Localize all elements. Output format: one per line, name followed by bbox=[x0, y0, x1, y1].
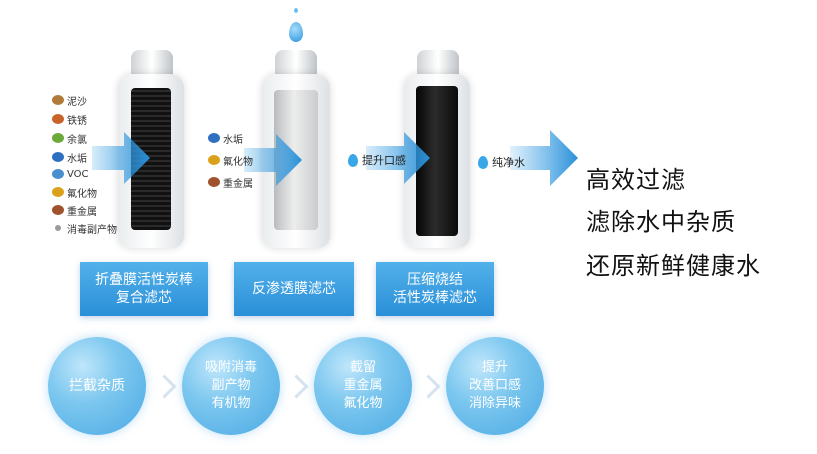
flow-arrow-4 bbox=[510, 130, 578, 186]
chevron-right-icon bbox=[284, 374, 309, 399]
tagline-1: 高效过滤 bbox=[586, 166, 686, 194]
flow-arrow-3 bbox=[366, 132, 430, 184]
voc-icon bbox=[52, 169, 64, 179]
contaminant-item: 氟化物 bbox=[208, 152, 253, 168]
function-bubble-4: 提升 改善口感 消除异味 bbox=[446, 337, 544, 435]
contaminant-item: 水垢 bbox=[208, 130, 243, 146]
byproduct-icon bbox=[55, 225, 61, 231]
sediment-icon bbox=[52, 95, 64, 105]
tagline-2: 滤除水中杂质 bbox=[586, 208, 736, 236]
contaminant-item: 余氯 bbox=[52, 130, 87, 146]
heavy-metal-icon bbox=[208, 177, 220, 187]
tagline-3: 还原新鲜健康水 bbox=[586, 252, 761, 280]
contaminant-item: 水垢 bbox=[52, 149, 87, 165]
contaminant-item: 铁锈 bbox=[52, 111, 87, 127]
heavy-metal-icon bbox=[52, 205, 64, 215]
contaminant-item: 消毒副产物 bbox=[52, 220, 117, 236]
taste-note: 提升口感 bbox=[348, 152, 406, 168]
chlorine-icon bbox=[52, 133, 64, 143]
chevron-right-icon bbox=[152, 374, 177, 399]
contaminant-item: 泥沙 bbox=[52, 92, 87, 108]
fluoride-icon bbox=[208, 155, 220, 165]
filter-label-1: 折叠膜活性炭棒 复合滤芯 bbox=[80, 262, 208, 316]
flow-arrow-2 bbox=[244, 134, 302, 186]
contaminant-item: 氟化物 bbox=[52, 184, 97, 200]
droplet-icon bbox=[348, 153, 358, 167]
water-drop-icon bbox=[287, 8, 305, 48]
filter-label-3: 压缩烧结 活性炭棒滤芯 bbox=[376, 262, 494, 316]
function-bubble-3: 截留 重金属 氟化物 bbox=[314, 337, 412, 435]
scale-icon bbox=[208, 133, 220, 143]
scale-icon bbox=[52, 152, 64, 162]
droplet-icon bbox=[478, 155, 488, 169]
rust-icon bbox=[52, 114, 64, 124]
function-bubble-1: 拦截杂质 bbox=[48, 337, 146, 435]
contaminant-item: VOC bbox=[52, 166, 89, 182]
function-bubble-2: 吸附消毒 副产物 有机物 bbox=[182, 337, 280, 435]
chevron-right-icon bbox=[416, 374, 441, 399]
pure-water-note: 纯净水 bbox=[478, 154, 525, 170]
contaminant-item: 重金属 bbox=[208, 174, 253, 190]
flow-arrow-1 bbox=[92, 132, 150, 184]
contaminant-item: 重金属 bbox=[52, 202, 97, 218]
cartridge-1-body bbox=[118, 74, 184, 248]
filter-label-2: 反渗透膜滤芯 bbox=[234, 262, 354, 316]
fluoride-icon bbox=[52, 187, 64, 197]
